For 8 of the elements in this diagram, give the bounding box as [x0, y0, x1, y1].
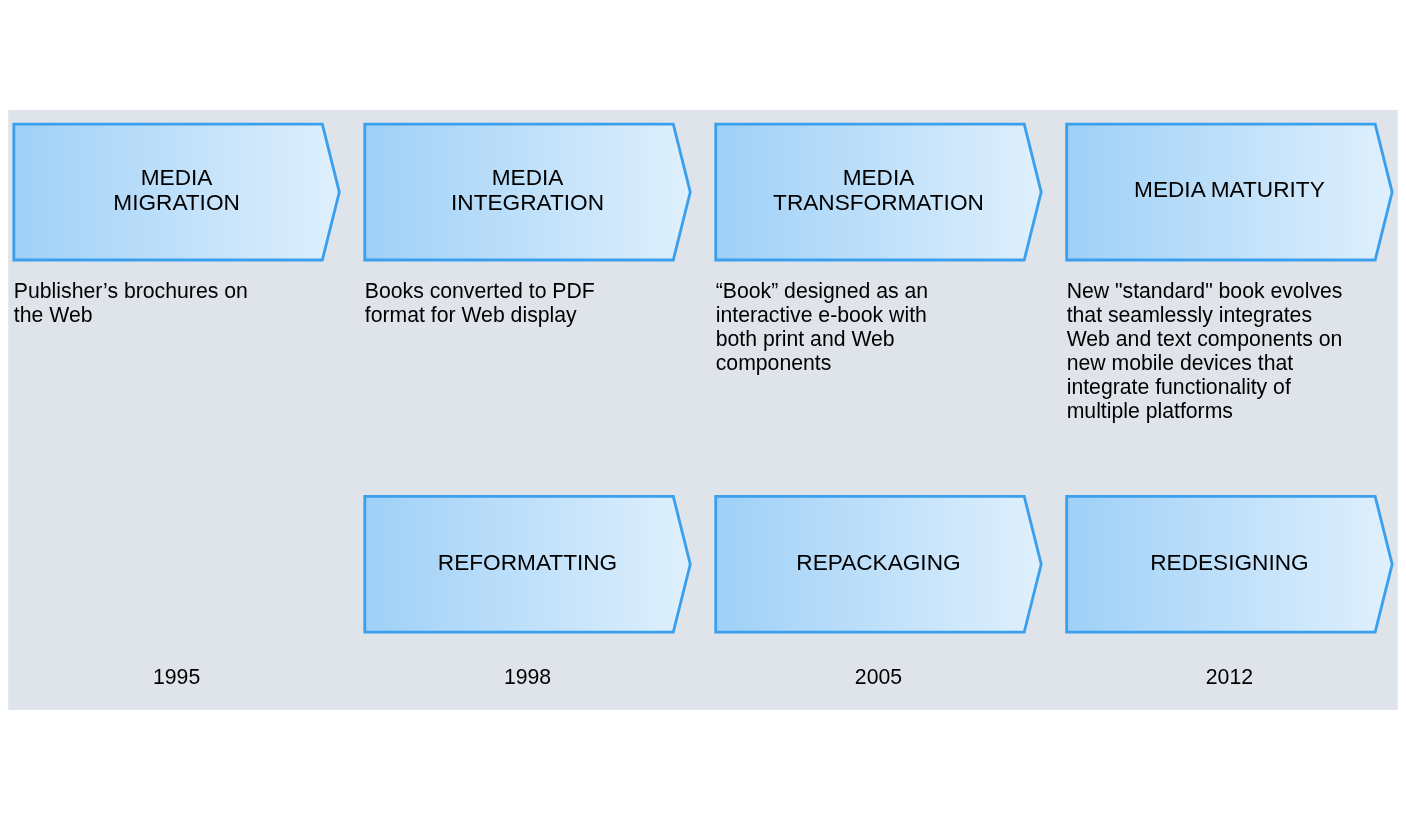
label: 1998	[503, 664, 552, 688]
label: 1995	[152, 664, 201, 688]
label: 2012	[1205, 664, 1254, 688]
label: 2005	[854, 664, 903, 688]
node-label: Books converted to PDF format for Web display	[364, 278, 595, 326]
node-label: New "standard" book evolves that seamlessly integrates Web and text components on new mobile devices that integrate functionality of multiple platforms	[1066, 278, 1343, 422]
node-label: “Book” designed as an interactive e-book with both print and Web components	[715, 278, 929, 374]
node-label: Publisher’s brochures on the Web	[13, 278, 248, 326]
